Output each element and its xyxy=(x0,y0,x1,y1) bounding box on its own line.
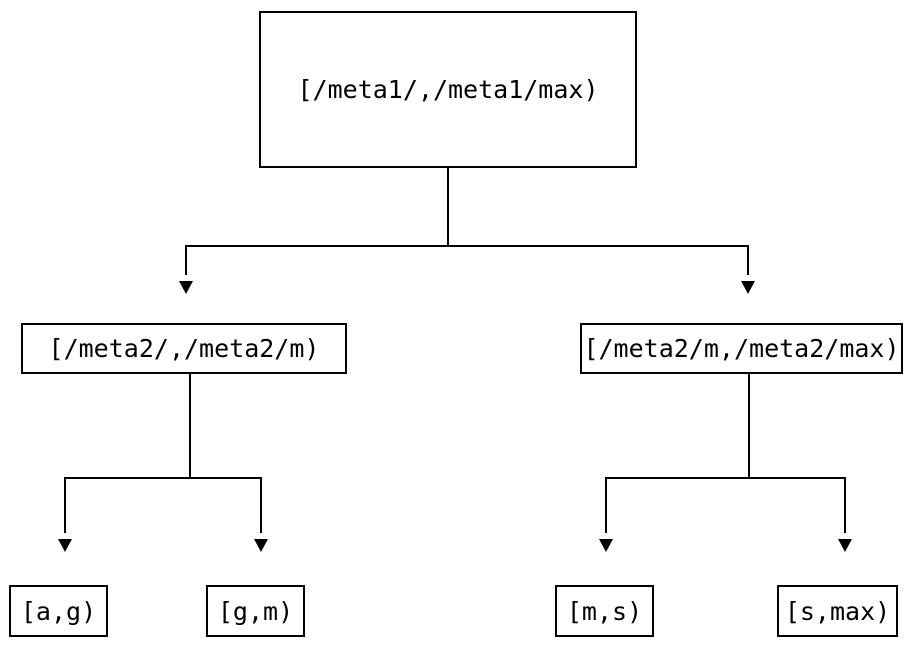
tree-node-root[interactable]: [/meta1/,/meta1/max) xyxy=(259,11,637,168)
edge-mid-left-leaf-a-g-arrowhead-icon xyxy=(58,539,72,552)
edge-root-mid-left-arrowhead-icon xyxy=(179,281,193,294)
edge-mid-right-leaf-m-s-arrowhead-icon xyxy=(599,539,613,552)
edge-mid-right-leaf-s-max-arrowhead-icon xyxy=(838,539,852,552)
edge-root-mid-left xyxy=(185,168,449,275)
edge-mid-left-leaf-a-g xyxy=(64,374,191,533)
edge-mid-left-leaf-g-m-arrowhead-icon xyxy=(254,539,268,552)
tree-node-mid-right[interactable]: [/meta2/m,/meta2/max) xyxy=(580,323,903,374)
tree-node-leaf-g-m-label: [g,m) xyxy=(217,596,294,626)
tree-node-leaf-a-g[interactable]: [a,g) xyxy=(9,585,108,637)
tree-node-leaf-g-m[interactable]: [g,m) xyxy=(206,585,305,637)
tree-node-mid-left[interactable]: [/meta2/,/meta2/m) xyxy=(21,323,347,374)
edge-root-mid-right-arrowhead-icon xyxy=(741,281,755,294)
edge-mid-right-leaf-s-max xyxy=(748,374,846,533)
edge-mid-right-leaf-m-s xyxy=(605,374,750,533)
tree-node-leaf-a-g-label: [a,g) xyxy=(20,596,97,626)
tree-node-leaf-m-s[interactable]: [m,s) xyxy=(555,585,654,637)
edge-root-mid-right xyxy=(447,168,749,275)
tree-node-root-label: [/meta1/,/meta1/max) xyxy=(297,75,599,104)
tree-node-mid-right-label: [/meta2/m,/meta2/max) xyxy=(583,334,900,363)
tree-node-mid-left-label: [/meta2/,/meta2/m) xyxy=(48,334,320,363)
edge-mid-left-leaf-g-m xyxy=(189,374,262,533)
tree-node-leaf-s-max[interactable]: [s,max) xyxy=(777,585,898,637)
tree-node-leaf-s-max-label: [s,max) xyxy=(784,596,891,626)
tree-node-leaf-m-s-label: [m,s) xyxy=(566,596,643,626)
